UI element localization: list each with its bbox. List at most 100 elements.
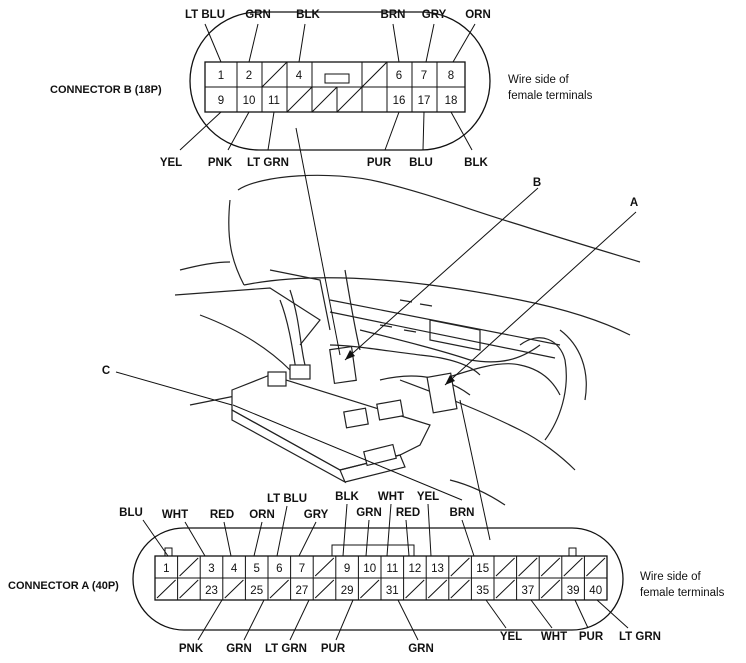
pin-a-3: 3 (208, 563, 214, 575)
pin-a-5: 5 (253, 563, 259, 575)
callout-c: C (102, 365, 110, 377)
connector-a-grid (156, 556, 606, 600)
wire-label-b-blk-2: BLK (464, 157, 488, 169)
connector-a-housing (132, 527, 624, 631)
wire-label-a-red: RED (210, 509, 234, 521)
pin-a-27: 27 (296, 585, 309, 597)
connector-b: 1 2 4 6 7 8 9 10 11 16 17 18 LT BLU GRN … (50, 9, 593, 169)
pin-a-4: 4 (231, 563, 238, 575)
empty-slot (450, 579, 470, 599)
wire-label-a-lt-blu: LT BLU (267, 493, 307, 505)
pin-b-10: 10 (243, 95, 256, 107)
empty-slot (269, 579, 289, 599)
connector-b-bottom-leaders (179, 111, 473, 151)
wire-label-a-orn: ORN (249, 509, 275, 521)
pin-a-10: 10 (363, 563, 376, 575)
pin-a-6: 6 (276, 563, 282, 575)
wire-label-a-blk: BLK (335, 491, 359, 503)
wire-label-b-brn: BRN (381, 9, 406, 21)
wire-label-b-blk: BLK (296, 9, 320, 21)
wire-label-b-lt-blu: LT BLU (185, 9, 225, 21)
leader-c-to-connector (232, 404, 463, 501)
pin-b-17: 17 (418, 95, 431, 107)
wire-label-a-grn-2: GRN (226, 643, 252, 655)
wire-label-a-blu: BLU (119, 507, 143, 519)
empty-slot (360, 579, 380, 599)
pin-a-31: 31 (386, 585, 399, 597)
leader-b-callout (344, 187, 539, 361)
wire-label-b-gry: GRY (422, 9, 447, 21)
wire-label-a-wht-3: WHT (541, 631, 567, 643)
leader-a-connector (459, 399, 491, 541)
pin-a-29: 29 (341, 585, 354, 597)
wire-label-b-orn: ORN (465, 9, 491, 21)
pin-b-11: 11 (268, 95, 280, 107)
connector-b-top-leaders (204, 23, 476, 63)
arrow-b (345, 350, 355, 360)
wire-label-a-brn: BRN (450, 507, 475, 519)
pin-a-39: 39 (567, 585, 580, 597)
wire-label-b-grn: GRN (245, 9, 271, 21)
pin-b-18: 18 (445, 95, 458, 107)
wire-label-b-pnk: PNK (208, 157, 233, 169)
empty-slot (179, 579, 199, 599)
wire-label-a-wht-2: WHT (378, 491, 404, 503)
wire-label-a-gry: GRY (304, 509, 329, 521)
connector-b-note-2: female terminals (508, 90, 593, 102)
arrow-a (445, 375, 455, 385)
leader-c-callout (115, 371, 233, 406)
wire-label-a-grn: GRN (356, 507, 382, 519)
pin-b-9: 9 (218, 95, 224, 107)
connector-a-bottom-leaders (197, 599, 629, 641)
empty-slot (540, 557, 561, 577)
pin-a-37: 37 (522, 585, 535, 597)
pin-b-16: 16 (393, 95, 406, 107)
connector-b-note-1: Wire side of (508, 74, 570, 86)
empty-slot (405, 579, 425, 599)
connector-a-note-2: female terminals (640, 587, 725, 599)
wire-label-b-yel: YEL (160, 157, 182, 169)
pin-a-25: 25 (250, 585, 263, 597)
empty-slot (156, 579, 176, 599)
wire-label-a-yel: YEL (417, 491, 439, 503)
connector-a-title: CONNECTOR A (40P) (8, 580, 119, 592)
pin-b-6: 6 (396, 70, 402, 82)
wire-label-a-yel-2: YEL (500, 631, 522, 643)
empty-slot (495, 557, 515, 577)
connector-b-empty-slots (261, 61, 388, 113)
pin-a-1: 1 (163, 563, 169, 575)
wire-label-a-lt-grn-2: LT GRN (619, 631, 661, 643)
wire-label-a-lt-grn: LT GRN (265, 643, 307, 655)
wire-label-b-pur: PUR (367, 157, 392, 169)
pin-b-7: 7 (421, 70, 427, 82)
connector-b-illustration (329, 345, 357, 385)
pin-a-35: 35 (476, 585, 489, 597)
callout-b: B (533, 177, 541, 189)
pin-a-11: 11 (386, 563, 398, 575)
pin-b-8: 8 (448, 70, 454, 82)
connector-b-housing (189, 11, 491, 151)
empty-slot (518, 557, 538, 577)
empty-slot (450, 557, 470, 577)
wire-label-a-pnk: PNK (179, 643, 204, 655)
connector-b-title: CONNECTOR B (18P) (50, 84, 162, 96)
leader-a-callout (444, 211, 637, 386)
empty-slot (563, 557, 583, 577)
connector-a-latch (331, 544, 415, 556)
wire-label-a-red-2: RED (396, 507, 420, 519)
control-unit-c (231, 364, 431, 484)
empty-slot (179, 557, 199, 577)
wire-label-b-blu: BLU (409, 157, 433, 169)
empty-slot (314, 579, 335, 599)
empty-slot (540, 579, 561, 599)
empty-slot (586, 557, 606, 577)
leader-b-connector (295, 127, 341, 356)
empty-slot (495, 579, 515, 599)
wire-label-a-pur-2: PUR (579, 631, 604, 643)
wire-label-a-grn-3: GRN (408, 643, 434, 655)
dashboard-illustration: B A C (102, 127, 641, 541)
wire-label-a-pur: PUR (321, 643, 346, 655)
